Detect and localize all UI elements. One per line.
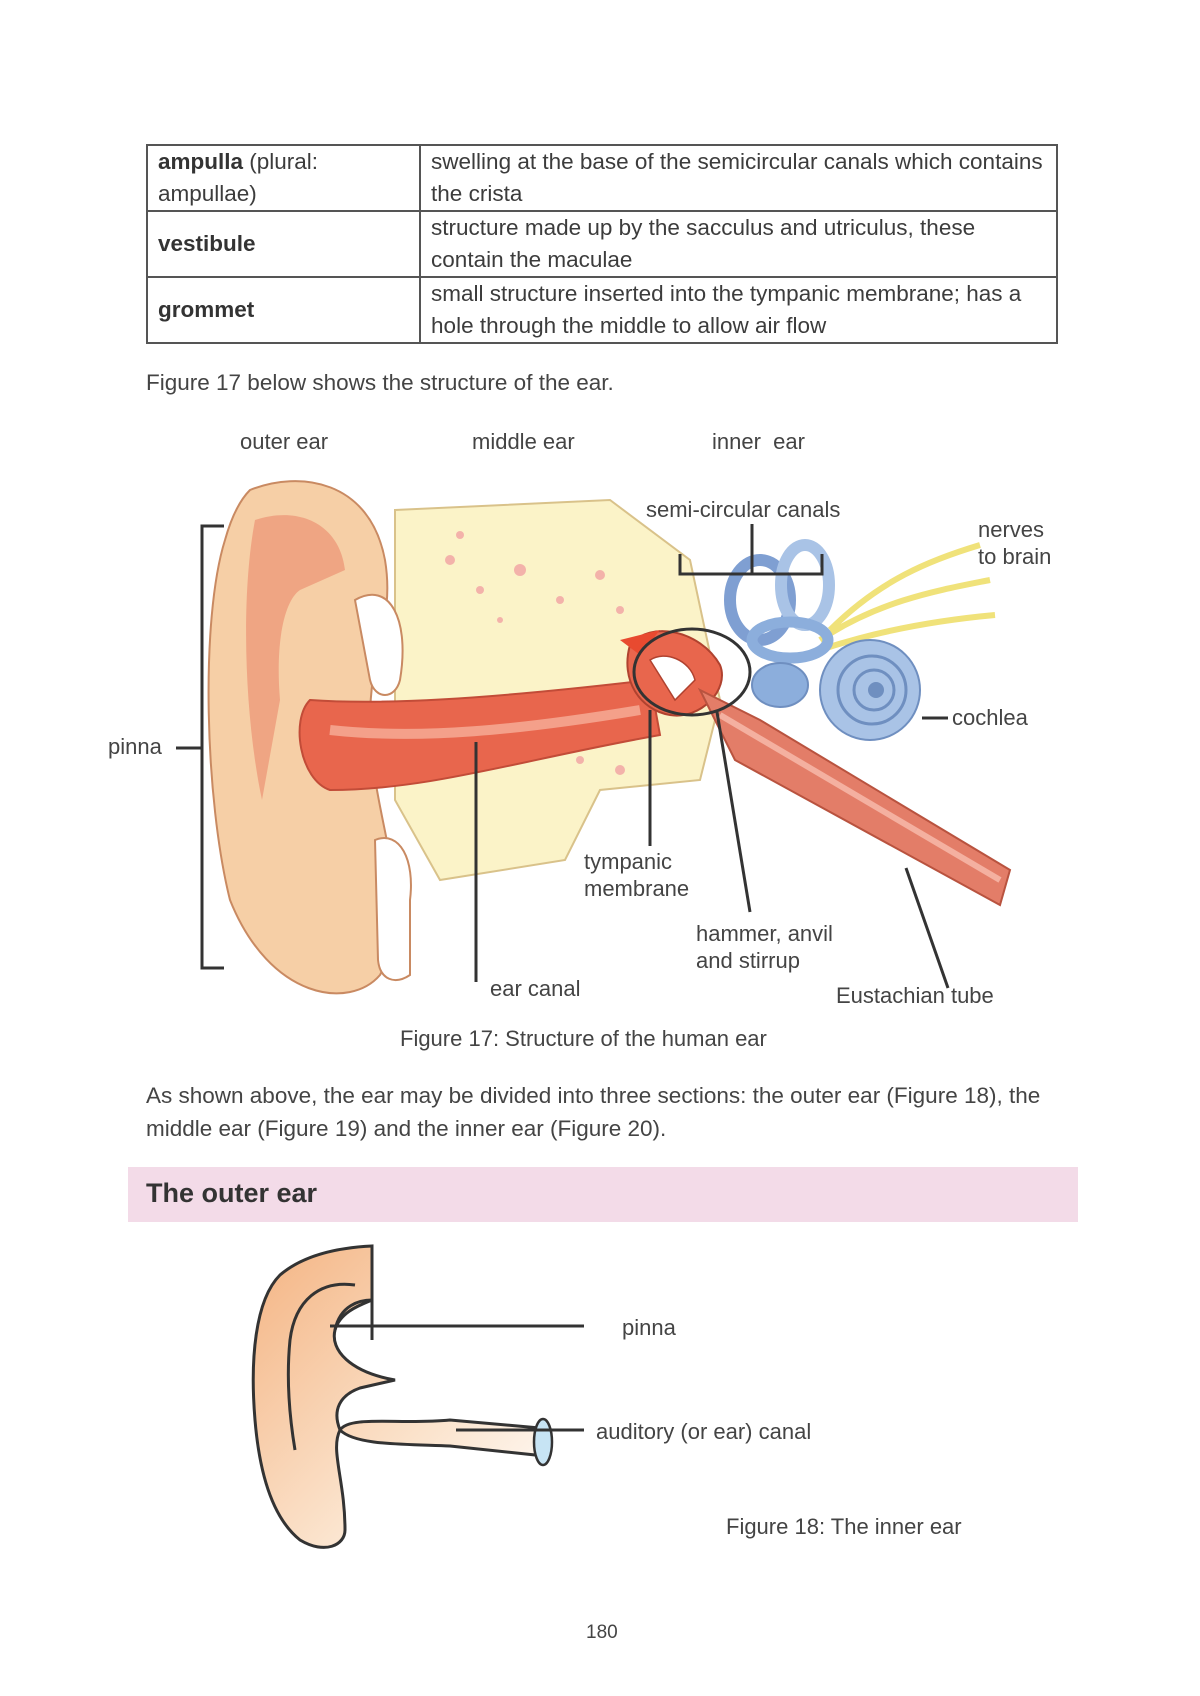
label-semicircular-canals: semi-circular canals — [646, 497, 841, 522]
figure-17-caption: Figure 17: Structure of the human ear — [400, 1026, 767, 1051]
section-title: The outer ear — [146, 1178, 318, 1208]
term-name: vestibule — [158, 231, 256, 256]
label-tympanic-2: membrane — [584, 876, 690, 901]
region-label-middle: middle ear — [472, 429, 575, 454]
label-ear-canal: ear canal — [490, 976, 581, 1001]
label-tympanic: tympanic — [584, 849, 673, 874]
label-nerves: nerves — [978, 517, 1045, 542]
definition-cell: swelling at the base of the semicircular… — [419, 144, 1058, 212]
section-heading-band: The outer ear — [128, 1167, 1078, 1222]
table-row: grommet small structure inserted into th… — [145, 276, 1058, 344]
definition-cell: small structure inserted into the tympan… — [419, 276, 1058, 344]
region-label-outer: outer ear — [240, 429, 329, 454]
intro-paragraph: Figure 17 below shows the structure of t… — [146, 370, 614, 395]
term-name: grommet — [158, 297, 255, 322]
label-hammer-2: and stirrup — [696, 948, 800, 973]
term-cell: vestibule — [145, 210, 422, 278]
fig18-label-canal: auditory (or ear) canal — [596, 1419, 812, 1444]
fig18-label-pinna: pinna — [622, 1315, 676, 1340]
sections-paragraph: As shown above, the ear may be divided i… — [146, 1083, 1041, 1141]
figure-18-caption: Figure 18: The inner ear — [726, 1514, 962, 1539]
label-hammer: hammer, anvil — [696, 921, 833, 946]
term-name: ampulla — [158, 149, 244, 174]
table-row: vestibule structure made up by the saccu… — [145, 210, 1058, 278]
table-row: ampulla (plural: ampullae) swelling at t… — [145, 144, 1058, 212]
glossary-table: ampulla (plural: ampullae) swelling at t… — [145, 144, 1058, 344]
label-pinna: pinna — [108, 734, 162, 759]
label-nerves-2: to brain — [978, 544, 1052, 569]
label-eustachian-tube: Eustachian tube — [836, 983, 994, 1008]
term-cell: ampulla (plural: ampullae) — [145, 144, 422, 212]
label-cochlea: cochlea — [952, 705, 1028, 730]
region-label-inner: inner ear — [712, 429, 805, 454]
definition-cell: structure made up by the sacculus and ut… — [419, 210, 1058, 278]
term-extra: (plural: ampullae) — [158, 149, 319, 206]
term-cell: grommet — [145, 276, 422, 344]
page-number: 180 — [586, 1622, 618, 1643]
